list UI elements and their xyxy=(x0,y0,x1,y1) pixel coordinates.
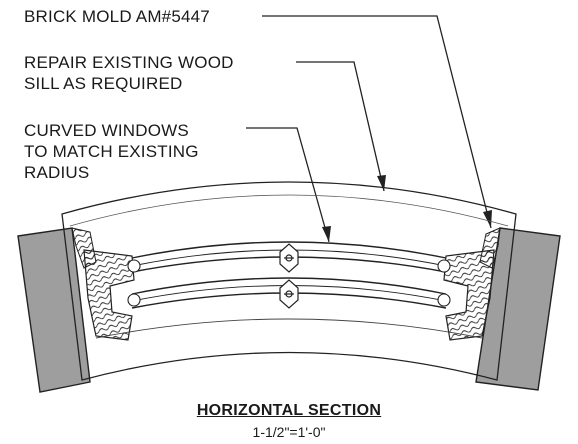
curved-windows-label: CURVED WINDOWS TO MATCH EXISTING RADIUS xyxy=(24,121,199,182)
wood-sill-outline xyxy=(61,181,517,381)
left-masonry-jamb xyxy=(17,227,91,393)
center-mullion-upper xyxy=(279,243,299,273)
repair-sill-label: REPAIR EXISTING WOOD SILL AS REQUIRED xyxy=(24,53,234,93)
brick-mold-leader xyxy=(262,15,492,229)
repair-sill-arrowhead xyxy=(377,175,386,191)
right-masonry-jamb xyxy=(475,227,561,391)
leader-arrowheads xyxy=(322,175,492,242)
curved-windows-leader xyxy=(246,127,330,243)
brick-mold-label: BRICK MOLD AM#5447 xyxy=(24,7,210,26)
sill-inner-line xyxy=(69,194,509,227)
interior-trim xyxy=(95,318,483,339)
curved-windows-arrowhead xyxy=(322,226,331,242)
left-window-jamb xyxy=(83,249,135,341)
glazing-stops xyxy=(127,259,451,307)
horizontal-section-drawing xyxy=(17,15,561,393)
scale-note: 1-1/2"=1'-0" xyxy=(252,424,326,440)
section-title: HORIZONTAL SECTION xyxy=(196,402,382,419)
leader-lines xyxy=(246,15,492,243)
brick-mold-arrowhead xyxy=(483,210,492,228)
repair-sill-leader xyxy=(296,61,385,192)
center-mullion-lower xyxy=(279,279,299,309)
